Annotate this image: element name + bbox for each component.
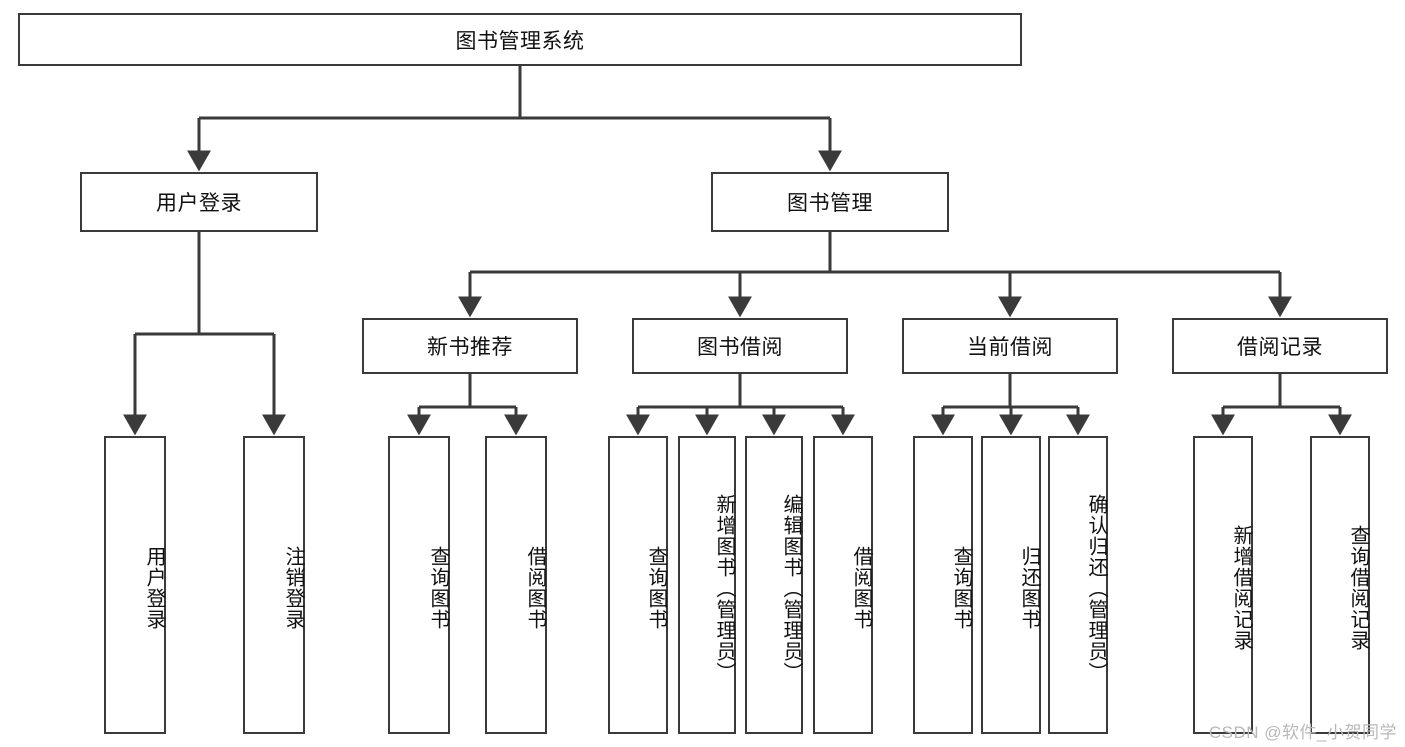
node-root-label: 图书管理系统 [455,29,585,53]
leaf-nb-query-book[interactable]: 查询图书 [388,436,450,734]
leaf-bo-borrow-book[interactable]: 借阅图书 [813,436,873,734]
leaf-cur-query-book-label: 查询图书 [950,546,972,630]
leaf-bo-query-book-label: 查询图书 [645,546,667,630]
node-user-login-label: 用户登录 [156,192,242,215]
leaf-user-login[interactable]: 用户登录 [104,436,166,734]
node-borrow-record[interactable]: 借阅记录 [1172,318,1388,374]
leaf-logout-label: 注销登录 [282,546,304,630]
node-current-borrow-label: 当前借阅 [967,336,1053,359]
node-book-borrow-label: 图书借阅 [697,336,783,359]
leaf-user-login-label: 用户登录 [143,546,165,630]
node-borrow-record-label: 借阅记录 [1237,336,1323,359]
node-book-management[interactable]: 图书管理 [711,172,949,232]
leaf-cur-query-book[interactable]: 查询图书 [913,436,973,734]
node-new-book-recommend[interactable]: 新书推荐 [362,318,578,374]
leaf-cur-confirm-return-admin[interactable]: 确认归还（管理员） [1048,436,1108,734]
leaf-rec-add-record[interactable]: 新增借阅记录 [1193,436,1253,734]
leaf-bo-borrow-book-label: 借阅图书 [850,546,872,630]
leaf-cur-return-book[interactable]: 归还图书 [981,436,1041,734]
leaf-rec-add-record-label: 新增借阅记录 [1230,525,1252,651]
leaf-cur-confirm-return-admin-label: 确认归还（管理员） [1085,493,1107,683]
csdn-watermark: CSDN @软件_小贺同学 [1208,723,1397,742]
leaf-nb-query-book-label: 查询图书 [427,546,449,630]
node-book-management-label: 图书管理 [787,192,873,215]
node-root[interactable]: 图书管理系统 [18,13,1022,66]
leaf-rec-query-record[interactable]: 查询借阅记录 [1310,436,1370,734]
leaf-bo-query-book[interactable]: 查询图书 [608,436,668,734]
leaf-rec-query-record-label: 查询借阅记录 [1347,525,1369,651]
node-book-borrow[interactable]: 图书借阅 [632,318,848,374]
leaf-nb-borrow-book[interactable]: 借阅图书 [485,436,547,734]
leaf-bo-edit-book-admin[interactable]: 编辑图书（管理员） [745,436,803,734]
node-new-book-recommend-label: 新书推荐 [427,336,513,359]
leaf-bo-add-book-admin-label: 新增图书（管理员） [713,493,735,683]
leaf-bo-edit-book-admin-label: 编辑图书（管理员） [780,493,802,683]
leaf-logout[interactable]: 注销登录 [243,436,305,734]
leaf-nb-borrow-book-label: 借阅图书 [524,546,546,630]
node-user-login[interactable]: 用户登录 [80,172,318,232]
leaf-cur-return-book-label: 归还图书 [1018,546,1040,630]
leaf-bo-add-book-admin[interactable]: 新增图书（管理员） [678,436,736,734]
node-current-borrow[interactable]: 当前借阅 [902,318,1118,374]
